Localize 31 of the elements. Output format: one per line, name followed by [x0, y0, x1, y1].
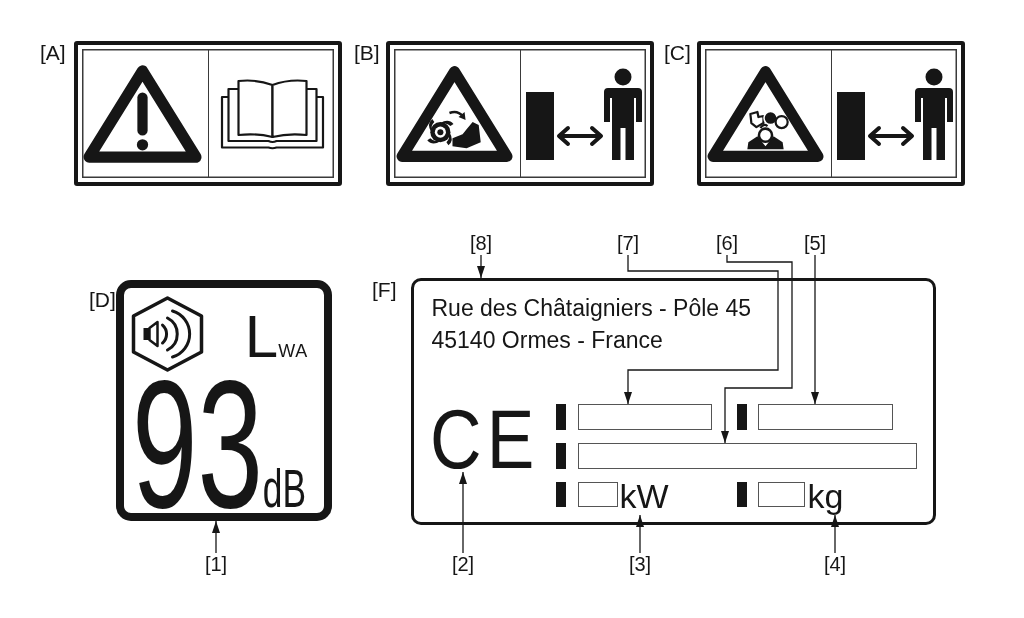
unit-text: kg: [807, 477, 844, 515]
callout-number: [6]: [715, 232, 739, 255]
unit-text: kW: [619, 477, 669, 515]
callout-number: [5]: [803, 232, 827, 255]
leader-line: [636, 514, 644, 554]
blank-field: [577, 443, 917, 469]
leader-line: [212, 520, 220, 554]
blank-field: [577, 482, 618, 507]
panel-label: [B]: [354, 41, 380, 65]
panel-label: [C]: [664, 41, 691, 65]
panel-label: [F]: [372, 278, 397, 302]
ce-mark: CE: [429, 406, 539, 472]
callout-number: [4]: [823, 553, 847, 576]
leader-line: [721, 254, 793, 444]
blank-field: [757, 404, 893, 430]
leader-line: [477, 254, 485, 279]
callout-number: [3]: [628, 553, 652, 576]
address-text: 45140 Ormes - France: [431, 326, 663, 355]
callout-number: [1]: [204, 553, 228, 576]
blank-field: [757, 482, 805, 507]
address-text: Rue des Châtaigniers - Pôle 45: [431, 294, 752, 323]
leader-line: [459, 471, 467, 554]
callout-number: [8]: [469, 232, 493, 255]
blank-field: [577, 404, 712, 430]
callout-number: [2]: [451, 553, 475, 576]
leader-line: [831, 514, 839, 554]
panel-label: [A]: [40, 41, 66, 65]
panel-label: [D]: [89, 288, 116, 312]
leader-line: [811, 254, 819, 405]
leader-line: [624, 254, 779, 405]
callout-number: [7]: [616, 232, 640, 255]
